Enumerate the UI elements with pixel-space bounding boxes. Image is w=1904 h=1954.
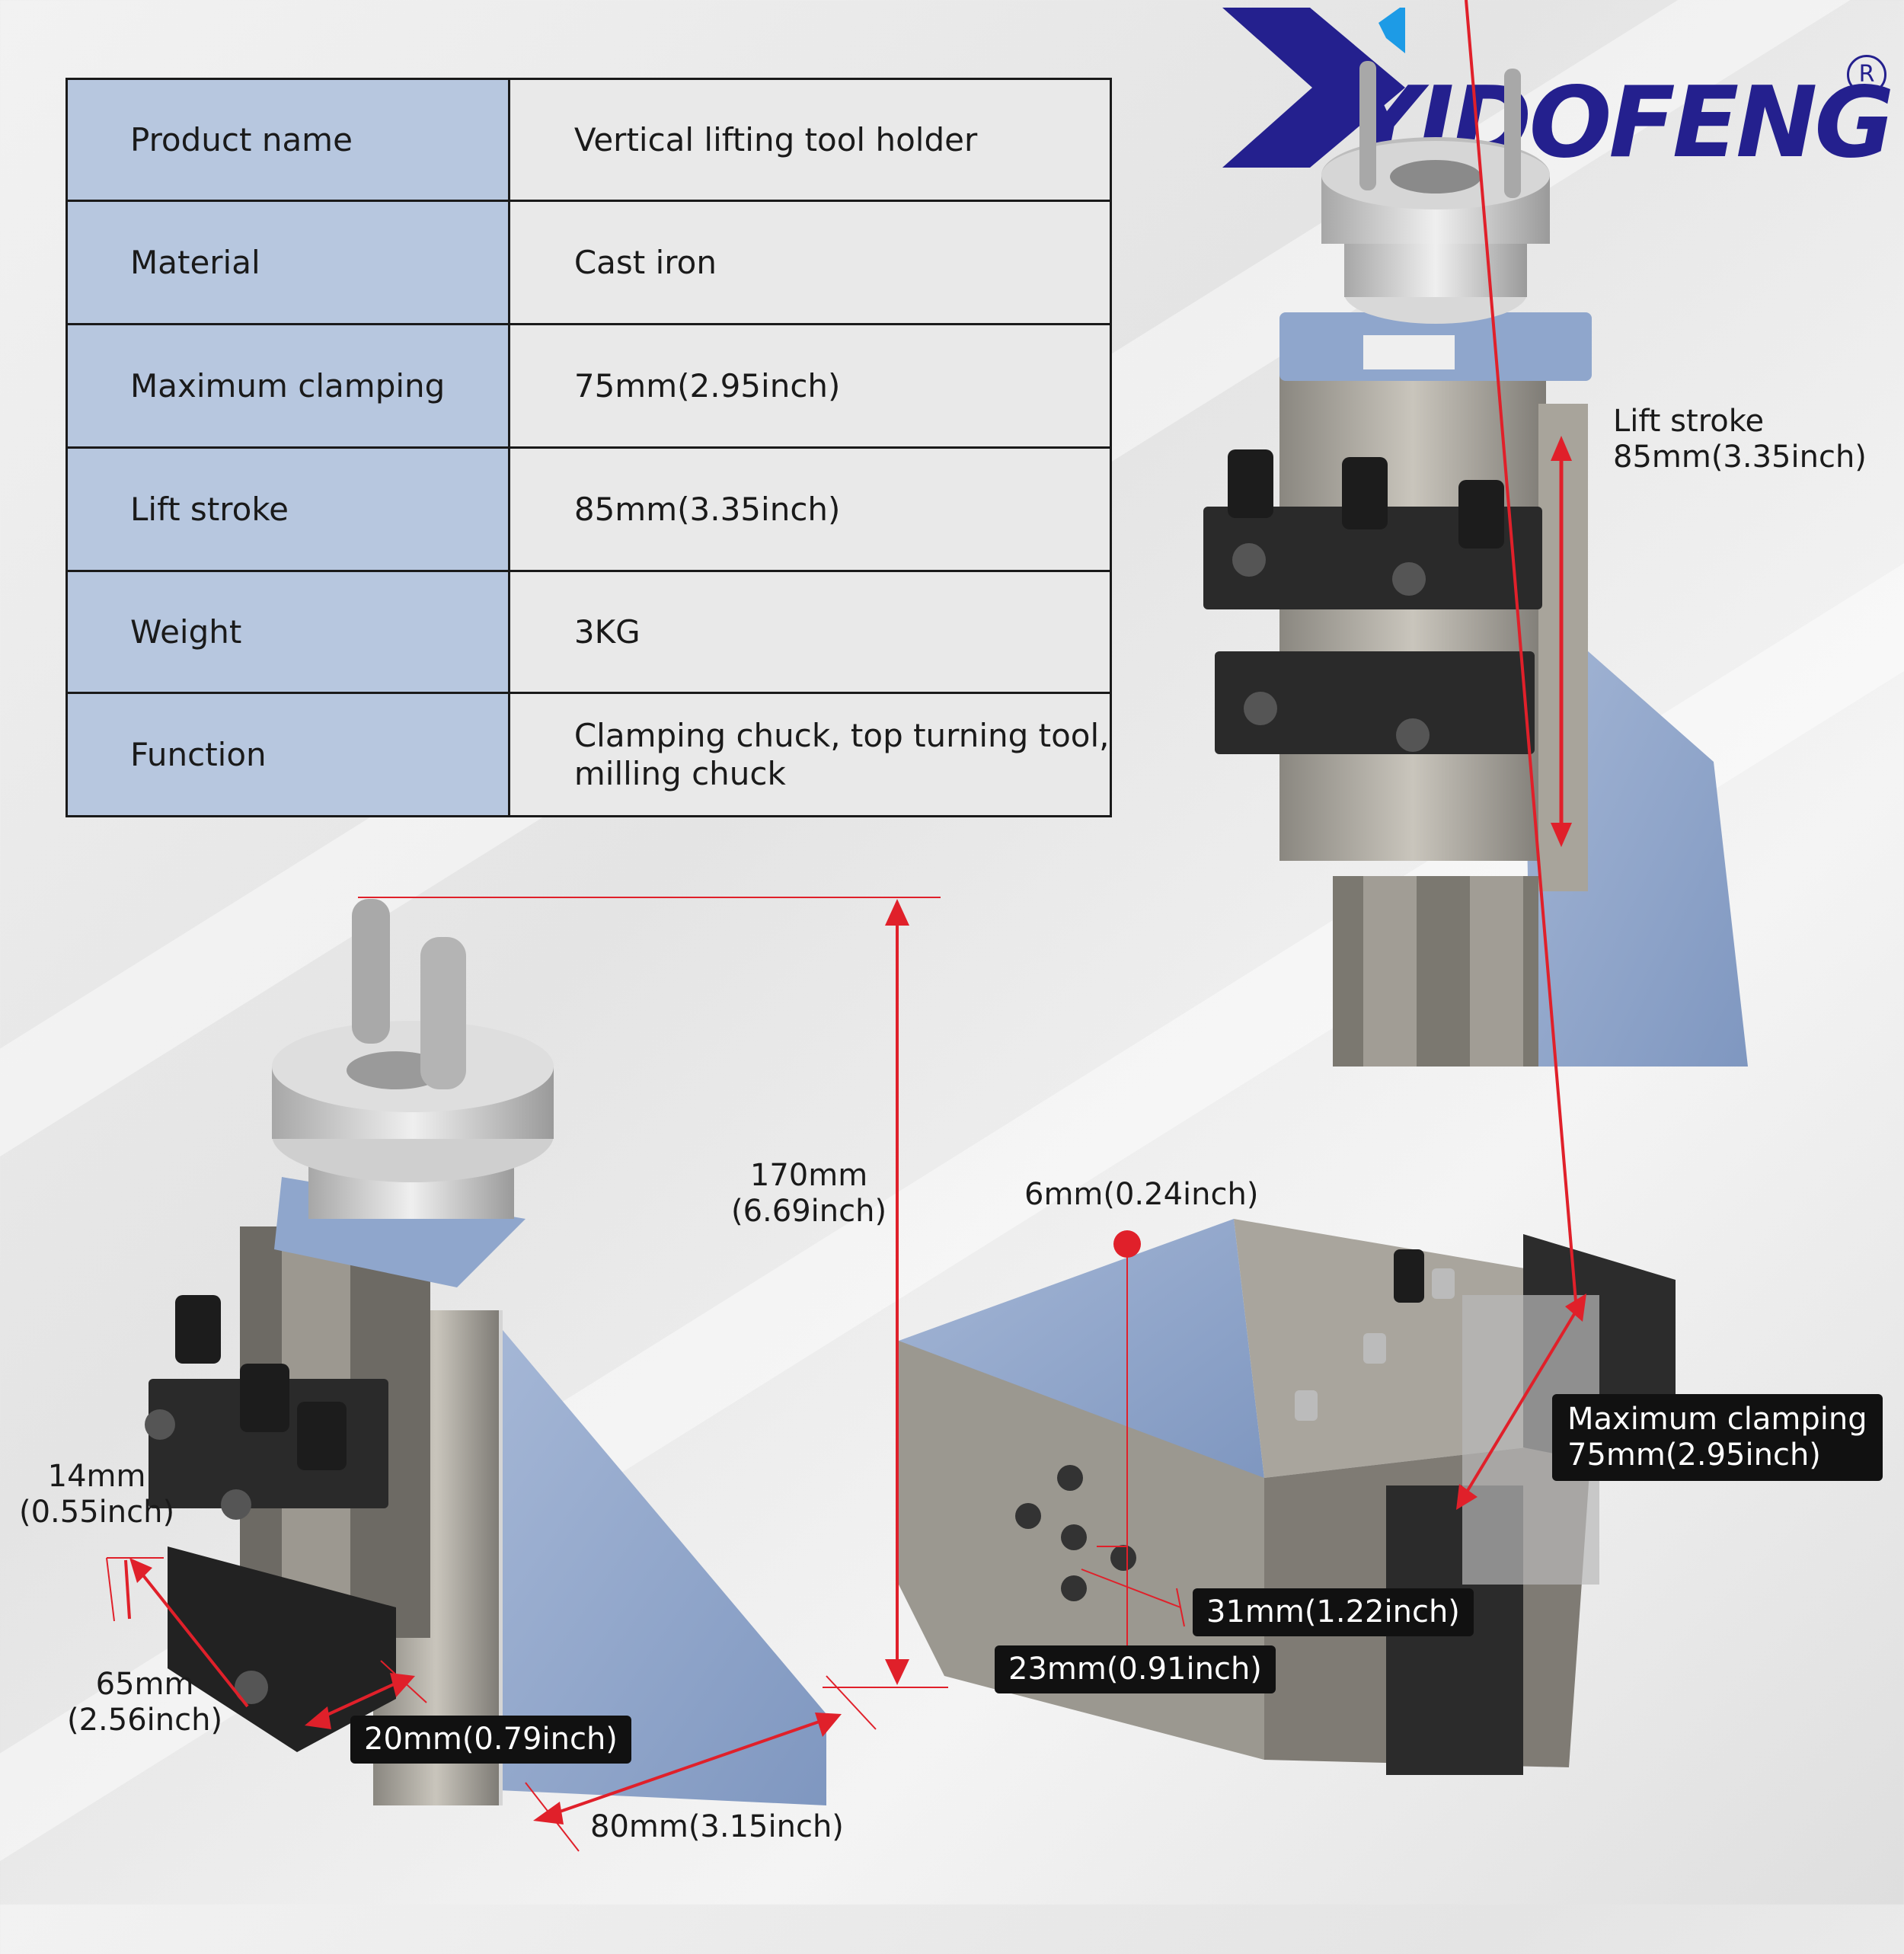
slot-inch: (0.55inch) (19, 1495, 175, 1530)
max-clamp-title: Maximum clamping (1567, 1402, 1867, 1437)
max-clamp-value: 75mm(2.95inch) (1567, 1438, 1821, 1473)
mount-hole (1110, 1545, 1136, 1571)
spec-value: 3KG (507, 570, 1113, 694)
product-illustration (106, 0, 1748, 1852)
clamp-bar (1203, 507, 1542, 609)
spec-row: Lift stroke 85mm(3.35inch) (65, 446, 1113, 572)
handle-pin (420, 937, 466, 1089)
lift-stroke-arrow (1551, 436, 1572, 847)
hole-diameter-label: 6mm(0.24inch) (1024, 1177, 1259, 1212)
socket-screw (297, 1402, 347, 1470)
slot-value: 14mm (47, 1459, 146, 1494)
depth-label: 65mm (2.56inch) (67, 1667, 222, 1738)
spec-label: Weight (65, 570, 510, 694)
spec-label: Material (65, 200, 510, 325)
hole-spacing-h-badge: 31mm(1.22inch) (1193, 1588, 1474, 1637)
spec-row: Weight 3KG (65, 570, 1113, 694)
depth-value: 65mm (95, 1667, 194, 1702)
height-inch: (6.69inch) (731, 1194, 887, 1230)
clamp-bar (1215, 651, 1535, 754)
mount-hole (1057, 1465, 1083, 1491)
registered-mark: R (1847, 55, 1886, 94)
mount-hole (1061, 1524, 1087, 1550)
spec-row: Product name Vertical lifting tool holde… (65, 78, 1113, 202)
dimension-lines (106, 0, 1586, 1852)
logo-chevron-icon (1222, 8, 1405, 168)
hole-marker-dot (1113, 1230, 1141, 1258)
slot-label: 14mm (0.55inch) (19, 1459, 174, 1530)
bottom-left-tool-holder (145, 899, 826, 1805)
clamp-bar (168, 1546, 396, 1752)
lift-stroke-label: Lift stroke 85mm(3.35inch) (1613, 404, 1867, 475)
max-clamp-badge: Maximum clamping 75mm(2.95inch) (1552, 1394, 1883, 1482)
spec-value: Vertical lifting tool holder (507, 78, 1113, 202)
handle-pin (352, 899, 390, 1044)
height-value: 170mm (749, 1158, 868, 1193)
handle-pin (1504, 69, 1521, 198)
width-badge: 20mm(0.79inch) (350, 1716, 631, 1764)
spec-value: 75mm(2.95inch) (507, 323, 1113, 449)
spec-row: Maximum clamping 75mm(2.95inch) (65, 323, 1113, 449)
spec-value: 85mm(3.35inch) (507, 446, 1113, 572)
lift-stroke-value: 85mm(3.35inch) (1613, 440, 1867, 475)
socket-screw (1458, 480, 1504, 548)
depth-inch: (2.56inch) (67, 1703, 223, 1738)
spec-value: Clamping chuck, top turning tool, millin… (507, 692, 1113, 817)
socket-screw (175, 1295, 221, 1364)
spec-value: Cast iron (507, 200, 1113, 325)
handle-pin (1359, 61, 1376, 190)
mount-hole (1015, 1503, 1041, 1529)
spec-label: Maximum clamping (65, 323, 510, 449)
top-right-tool-holder (1203, 61, 1748, 1067)
spec-label: Product name (65, 78, 510, 202)
mount-hole (1061, 1575, 1087, 1601)
spec-row: Function Clamping chuck, top turning too… (65, 692, 1113, 817)
angle-plate-base (499, 1326, 826, 1805)
vertical-slide (1279, 366, 1546, 861)
height-label: 170mm (6.69inch) (731, 1158, 887, 1230)
spec-table: Product name Vertical lifting tool holde… (65, 78, 1113, 817)
spec-label: Function (65, 692, 510, 817)
spec-row: Material Cast iron (65, 200, 1113, 325)
socket-screw (1228, 449, 1273, 518)
lift-stroke-title: Lift stroke (1613, 404, 1765, 439)
base-width-label: 80mm(3.15inch) (590, 1809, 844, 1844)
socket-screw (1342, 457, 1388, 529)
hole-spacing-v-badge: 23mm(0.91inch) (995, 1645, 1276, 1694)
spec-label: Lift stroke (65, 446, 510, 572)
socket-screw (240, 1364, 289, 1432)
